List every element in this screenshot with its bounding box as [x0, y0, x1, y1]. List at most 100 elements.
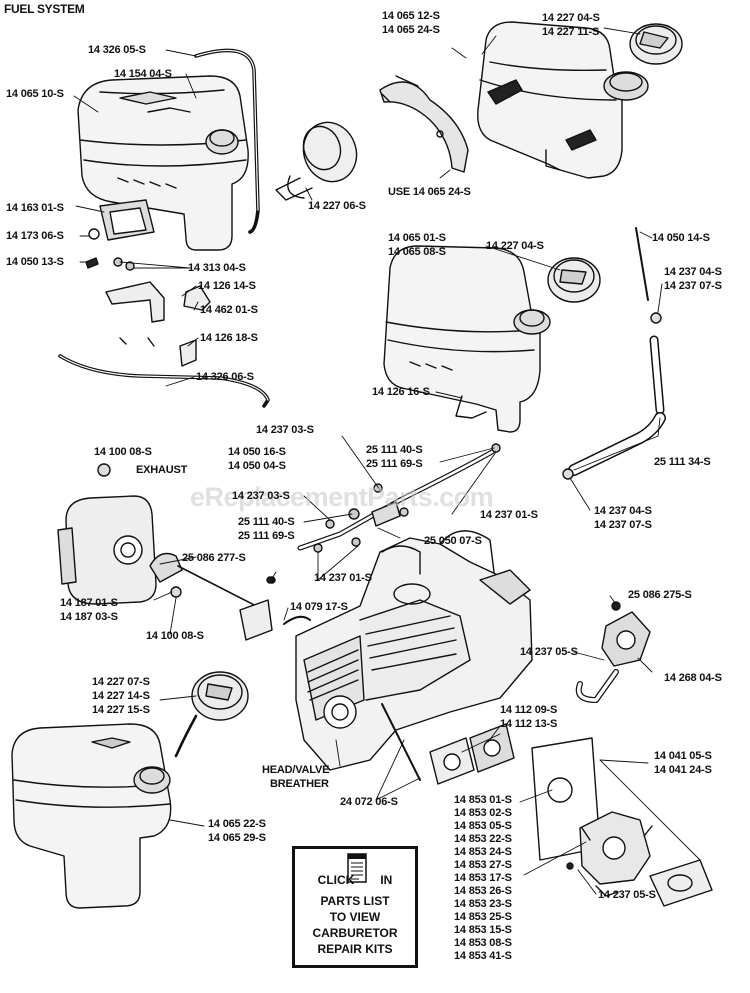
part-label[interactable]: 14 237 04-S — [664, 266, 722, 278]
part-label[interactable]: 25 111 34-S — [654, 456, 711, 468]
carburetor-kits-click-box[interactable]: CLICK IN PARTS LIST TO VIEW CARBURETOR RE… — [292, 846, 418, 968]
click-box-row1: CLICK IN — [295, 873, 415, 887]
fuel-tank-bottom-left — [11, 723, 172, 909]
part-label[interactable]: 14 237 07-S — [594, 519, 652, 531]
fuel-pump — [575, 601, 651, 703]
part-label[interactable]: 14 079 17-S — [290, 601, 348, 613]
part-label[interactable]: 14 126 16-S — [372, 386, 430, 398]
use-note: USE 14 065 24-S — [388, 186, 471, 198]
part-label[interactable]: 14 050 13-S — [6, 256, 64, 268]
click-box-text: PARTS LIST TO VIEW CARBURETOR REPAIR KIT… — [295, 893, 415, 957]
part-label[interactable]: 14 227 11-S — [542, 26, 600, 38]
part-label[interactable]: 14 065 08-S — [388, 246, 446, 258]
part-label[interactable]: 14 187 03-S — [60, 611, 118, 623]
fuel-cap-small — [275, 121, 358, 201]
part-label[interactable]: 14 237 03-S — [232, 490, 290, 502]
part-label[interactable]: 14 853 25-S — [454, 911, 512, 923]
part-label[interactable]: 14 065 24-S — [382, 24, 440, 36]
part-label[interactable]: 25 086 277-S — [182, 552, 246, 564]
part-label[interactable]: 14 065 29-S — [208, 832, 266, 844]
click-box-line: TO VIEW — [329, 910, 381, 924]
part-label[interactable]: 14 100 08-S — [146, 630, 204, 642]
spark-plug-wire — [283, 615, 311, 625]
part-label[interactable]: 14 050 14-S — [652, 232, 710, 244]
part-label[interactable]: 14 326 05-S — [88, 44, 146, 56]
part-label[interactable]: 14 154 04-S — [114, 68, 172, 80]
fuel-cap-top-right — [629, 23, 683, 65]
part-label[interactable]: 14 050 16-S — [228, 446, 286, 458]
part-label[interactable]: 14 853 01-S — [454, 794, 512, 806]
part-label[interactable]: 14 853 27-S — [454, 859, 512, 871]
part-label[interactable]: 14 237 07-S — [664, 280, 722, 292]
part-label[interactable]: 14 126 18-S — [200, 332, 258, 344]
part-label[interactable]: 14 268 04-S — [664, 672, 722, 684]
part-label[interactable]: 14 065 12-S — [382, 10, 440, 22]
part-label[interactable]: 14 853 23-S — [454, 898, 512, 910]
part-label[interactable]: 14 227 06-S — [308, 200, 366, 212]
breather-label: BREATHER — [270, 778, 329, 790]
part-label[interactable]: 14 853 15-S — [454, 924, 512, 936]
solenoid-bracket — [105, 281, 211, 367]
head-valve-label: HEAD/VALVE — [262, 764, 330, 776]
part-label[interactable]: 14 065 10-S — [6, 88, 64, 100]
part-label[interactable]: 14 100 08-S — [94, 446, 152, 458]
part-label[interactable]: 14 112 09-S — [500, 704, 558, 716]
part-label[interactable]: 14 853 26-S — [454, 885, 512, 897]
part-label[interactable]: 14 853 08-S — [454, 937, 512, 949]
exhaust-muffler — [57, 463, 182, 605]
part-label[interactable]: 14 853 05-S — [454, 820, 512, 832]
part-label[interactable]: 14 237 05-S — [520, 646, 578, 658]
carburetor — [566, 811, 653, 897]
part-label[interactable]: 14 041 05-S — [654, 750, 712, 762]
part-label[interactable]: 25 111 69-S — [366, 458, 423, 470]
part-label[interactable]: 14 187 01-S — [60, 597, 118, 609]
part-label[interactable]: 14 163 01-S — [6, 202, 64, 214]
click-box-line: PARTS LIST — [320, 894, 390, 908]
part-label[interactable]: 14 237 01-S — [314, 572, 372, 584]
part-label[interactable]: 14 227 15-S — [92, 704, 150, 716]
part-label[interactable]: 14 227 07-S — [92, 676, 150, 688]
part-label[interactable]: 24 072 06-S — [340, 796, 398, 808]
part-label[interactable]: 14 227 04-S — [486, 240, 544, 252]
part-label[interactable]: 14 853 02-S — [454, 807, 512, 819]
part-label[interactable]: 25 050 07-S — [424, 535, 482, 547]
part-label[interactable]: 14 227 04-S — [542, 12, 600, 24]
part-label[interactable]: 25 111 69-S — [238, 530, 295, 542]
in-word: IN — [380, 873, 393, 887]
part-label[interactable]: 25 111 40-S — [238, 516, 295, 528]
part-label[interactable]: 14 237 03-S — [256, 424, 314, 436]
part-label[interactable]: 14 173 06-S — [6, 230, 64, 242]
part-label[interactable]: 14 237 04-S — [594, 505, 652, 517]
parts-list-icon — [347, 853, 367, 883]
part-label[interactable]: 14 112 13-S — [500, 718, 558, 730]
click-word: CLICK — [317, 873, 355, 887]
part-label[interactable]: 14 227 14-S — [92, 690, 150, 702]
part-label[interactable]: 14 065 01-S — [388, 232, 446, 244]
part-label[interactable]: 14 313 04-S — [188, 262, 246, 274]
fuel-solenoid — [85, 199, 155, 271]
carburetor-kit-list: 14 853 01-S 14 853 02-S 14 853 05-S 14 8… — [454, 794, 534, 963]
part-label[interactable]: 14 050 04-S — [228, 460, 286, 472]
fuel-tank-middle — [383, 245, 551, 433]
click-box-line: REPAIR KITS — [317, 942, 393, 956]
part-label[interactable]: 14 462 01-S — [200, 304, 258, 316]
leader-lines — [73, 27, 701, 895]
engine-block — [295, 530, 533, 771]
part-label[interactable]: 14 065 22-S — [208, 818, 266, 830]
part-label[interactable]: 14 237 01-S — [480, 509, 538, 521]
part-label[interactable]: 14 326 06-S — [196, 371, 254, 383]
part-label[interactable]: 14 853 17-S — [454, 872, 512, 884]
part-label[interactable]: 14 237 05-S — [598, 889, 656, 901]
fuel-cap-bottom — [174, 671, 249, 758]
part-label[interactable]: 25 111 40-S — [366, 444, 423, 456]
tank-bracket — [379, 75, 469, 173]
watermark-text: eReplacementParts.com — [190, 482, 494, 512]
part-label[interactable]: 25 086 275-S — [628, 589, 692, 601]
part-label[interactable]: 14 126 14-S — [198, 280, 256, 292]
part-label[interactable]: 14 853 24-S — [454, 846, 512, 858]
fuel-tank-top-right — [477, 21, 649, 179]
part-label[interactable]: 14 853 22-S — [454, 833, 512, 845]
part-label[interactable]: 14 853 41-S — [454, 950, 512, 962]
part-label[interactable]: 14 041 24-S — [654, 764, 712, 776]
